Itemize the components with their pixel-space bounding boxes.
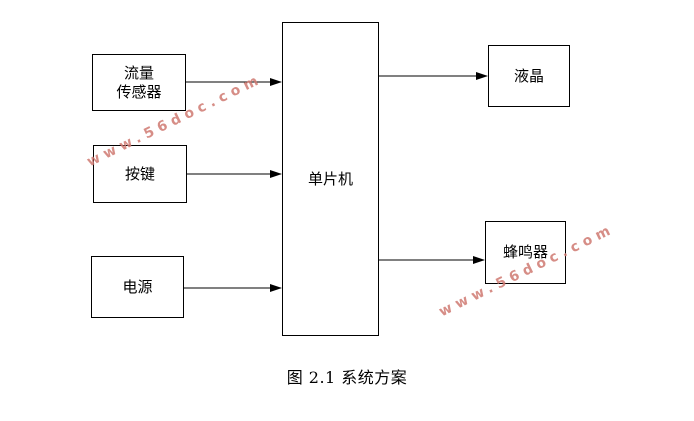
lcd-block: 液晶	[488, 45, 570, 107]
keys-label: 按键	[124, 164, 155, 183]
power-block: 电源	[91, 256, 184, 318]
flow-sensor-label: 流量 传感器	[116, 63, 162, 101]
lcd-label: 液晶	[513, 66, 544, 85]
keys-block: 按键	[93, 145, 187, 203]
mcu-label: 单片机	[307, 169, 353, 188]
power-label: 电源	[122, 277, 153, 296]
mcu-block: 单片机	[282, 22, 379, 336]
buzzer-block: 蜂鸣器	[485, 221, 566, 284]
figure-caption: 图 2.1 系统方案	[286, 368, 408, 387]
flow-sensor-block: 流量 传感器	[92, 54, 186, 111]
buzzer-label: 蜂鸣器	[502, 243, 548, 261]
